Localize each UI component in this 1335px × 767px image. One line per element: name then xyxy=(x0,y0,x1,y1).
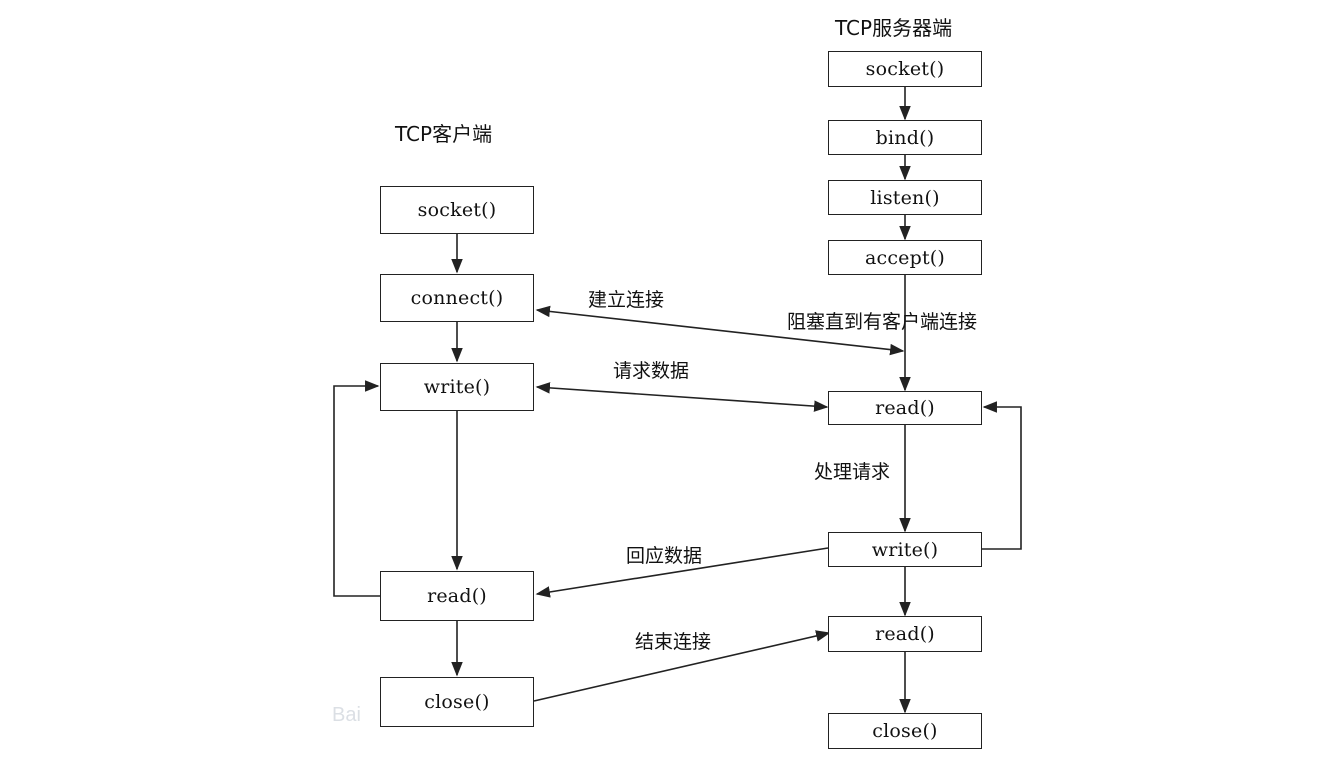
label-request-data: 请求数据 xyxy=(613,360,690,382)
label-end-connection: 结束连接 xyxy=(635,631,712,653)
arrow-server-loop xyxy=(981,401,1022,550)
arrow-client-loop xyxy=(333,380,380,597)
server-title: TCP服务器端 xyxy=(835,16,953,40)
svg-text:Bai: Bai xyxy=(332,704,361,725)
server-socket-box: socket() xyxy=(828,51,982,87)
server-listen-box: listen() xyxy=(828,180,982,215)
server-accept-box: accept() xyxy=(828,240,982,275)
label-response-data: 回应数据 xyxy=(626,545,703,567)
client-close-box: close() xyxy=(380,677,534,727)
arrow-establish-connection xyxy=(535,305,905,356)
server-write-box: write() xyxy=(828,532,982,567)
server-bind-box: bind() xyxy=(828,120,982,155)
arrow-response-data xyxy=(535,547,829,598)
client-read-box: read() xyxy=(380,571,534,621)
arrow-request-data xyxy=(535,382,829,412)
label-block-until-connect: 阻塞直到有客户端连接 xyxy=(787,311,978,333)
arrow-end-connection xyxy=(533,630,831,702)
client-socket-box: socket() xyxy=(380,186,534,234)
client-write-box: write() xyxy=(380,363,534,411)
label-establish-connection: 建立连接 xyxy=(588,289,665,311)
server-read-box: read() xyxy=(828,391,982,425)
client-title: TCP客户端 xyxy=(395,122,493,146)
label-process-request: 处理请求 xyxy=(814,461,891,483)
server-read2-box: read() xyxy=(828,616,982,652)
server-close-box: close() xyxy=(828,713,982,749)
client-connect-box: connect() xyxy=(380,274,534,322)
